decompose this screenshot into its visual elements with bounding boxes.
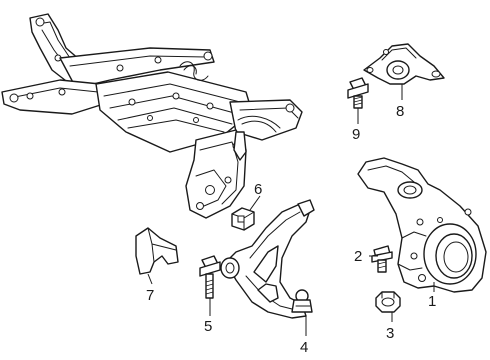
steering-knuckle [357, 157, 487, 293]
callout-4: 4 [300, 339, 308, 356]
bushing-block [231, 207, 255, 231]
leader-6 [249, 195, 261, 211]
lower-control-arm [220, 199, 315, 319]
callout-1: 1 [428, 293, 436, 310]
flange-nut [375, 291, 401, 313]
support-bushing [363, 43, 445, 85]
callout-7: 7 [146, 287, 154, 304]
callout-8: 8 [396, 103, 404, 120]
leader-7 [147, 273, 153, 285]
small-bolt [371, 245, 393, 273]
callout-5: 5 [204, 318, 212, 335]
long-bolt [199, 255, 221, 299]
front-subframe [1, 13, 303, 219]
callout-3: 3 [386, 325, 394, 342]
heat-shield-bracket [135, 227, 179, 275]
flange-bolt-9 [347, 77, 369, 109]
callout-2: 2 [354, 248, 362, 265]
callout-9: 9 [352, 126, 360, 143]
callout-6: 6 [254, 181, 262, 198]
